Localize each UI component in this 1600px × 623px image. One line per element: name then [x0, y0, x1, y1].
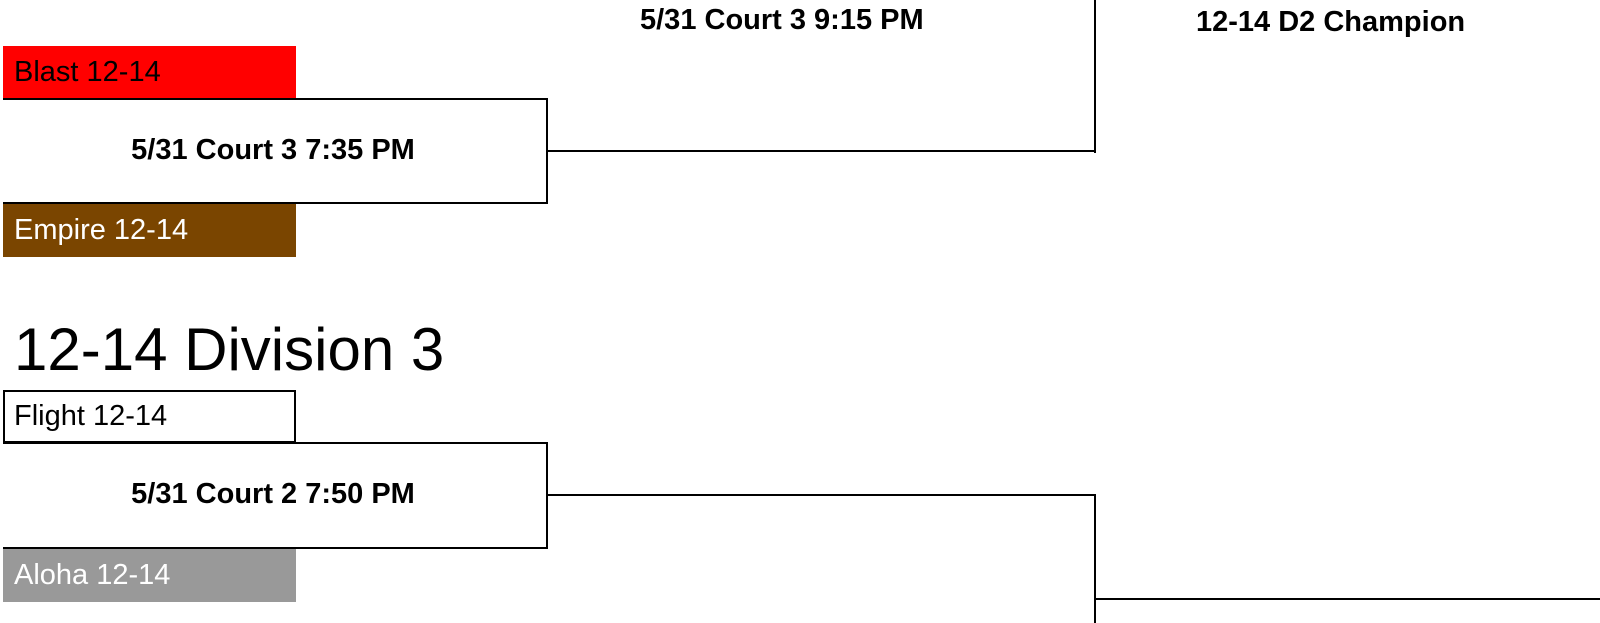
- d2-connector-line: [547, 150, 1096, 152]
- d2-game-label: 5/31 Court 3 7:35 PM: [131, 134, 415, 166]
- team-name: Aloha 12-14: [14, 559, 171, 591]
- d3-next-round-line: [1094, 598, 1600, 600]
- d3-game-box: 5/31 Court 2 7:50 PM: [3, 442, 548, 549]
- d3-connector-line: [547, 494, 1096, 496]
- d2-game-box: 5/31 Court 3 7:35 PM: [3, 98, 548, 204]
- d3-bracket-vertical-line: [1094, 494, 1096, 623]
- team-slot-blast[interactable]: Blast 12-14: [3, 46, 296, 99]
- d2-champion-label: 12-14 D2 Champion: [1196, 6, 1466, 38]
- division3-title: 12-14 Division 3: [14, 316, 445, 383]
- team-name: Blast 12-14: [14, 56, 161, 88]
- d3-game-label: 5/31 Court 2 7:50 PM: [131, 478, 415, 510]
- team-name: Empire 12-14: [14, 214, 189, 246]
- d2-final-bracket-vertical-line: [1094, 0, 1096, 153]
- team-slot-flight[interactable]: Flight 12-14: [3, 390, 296, 443]
- d2-game-box-top-line: [3, 98, 548, 100]
- team-slot-empire[interactable]: Empire 12-14: [3, 204, 296, 257]
- team-name: Flight 12-14: [14, 400, 168, 432]
- d2-final-game-label: 5/31 Court 3 9:15 PM: [640, 4, 924, 36]
- team-slot-aloha[interactable]: Aloha 12-14: [3, 549, 296, 602]
